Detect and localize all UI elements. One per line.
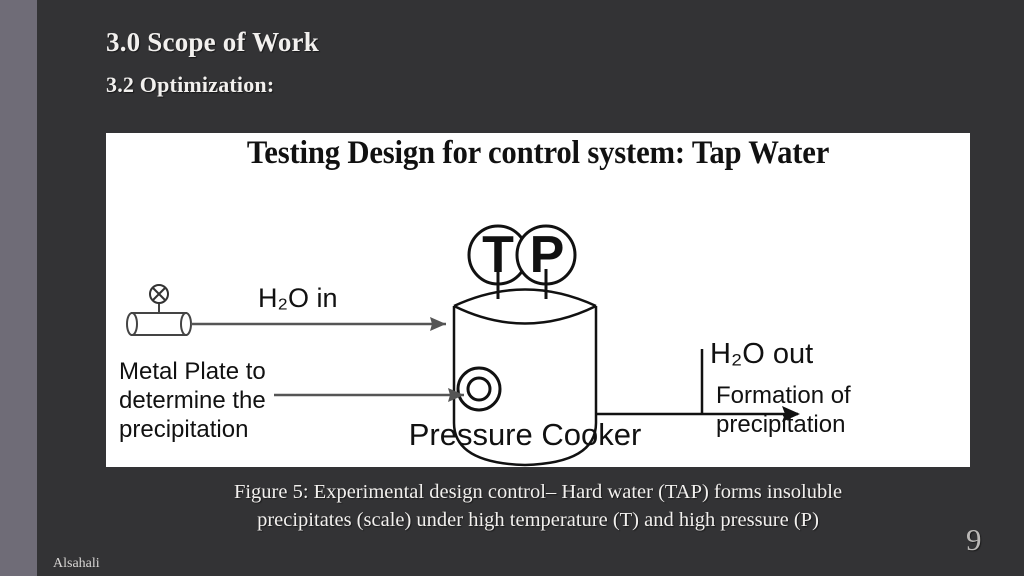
figure-caption-line2: precipitates (scale) under high temperat… <box>257 509 819 531</box>
metal-plate-pointer <box>274 388 464 402</box>
figure-caption: Figure 5: Experimental design control– H… <box>106 478 970 534</box>
pressure-gauge-label: P <box>530 226 565 284</box>
formation-label-line2: precipitation <box>716 411 845 438</box>
pressure-gauge-icon <box>515 224 577 299</box>
metal-plate-label-line3: precipitation <box>119 416 248 443</box>
formation-label-line1: Formation of <box>716 382 851 409</box>
outlet-arrow <box>596 349 800 422</box>
figure-heading: Testing Design for control system: Tap W… <box>246 135 830 171</box>
outlet-label: H₂O out <box>710 338 813 370</box>
page-subtitle: 3.2 Optimization: <box>106 72 275 97</box>
pressure-cooker-diagram: T P <box>119 224 851 467</box>
inlet-valve-icon <box>126 284 192 336</box>
temperature-gauge-label: T <box>482 226 514 284</box>
pressure-cooker-vessel <box>452 288 598 467</box>
metal-plate-icon <box>456 366 502 412</box>
footer-author: Alsahali <box>53 556 100 571</box>
inlet-arrow <box>191 317 446 331</box>
figure-caption-line1: Figure 5: Experimental design control– H… <box>233 481 843 503</box>
page-title: 3.0 Scope of Work <box>106 27 319 57</box>
metal-plate-label-line2: determine the <box>119 387 266 414</box>
metal-plate-label-line1: Metal Plate to <box>119 358 266 385</box>
left-accent-stripe <box>0 0 37 576</box>
vessel-label: Pressure Cooker <box>409 417 642 452</box>
inlet-label: H₂O in <box>258 283 338 313</box>
page-number: 9 <box>966 522 982 557</box>
figure-panel: Testing Design for control system: Tap W… <box>106 133 970 467</box>
